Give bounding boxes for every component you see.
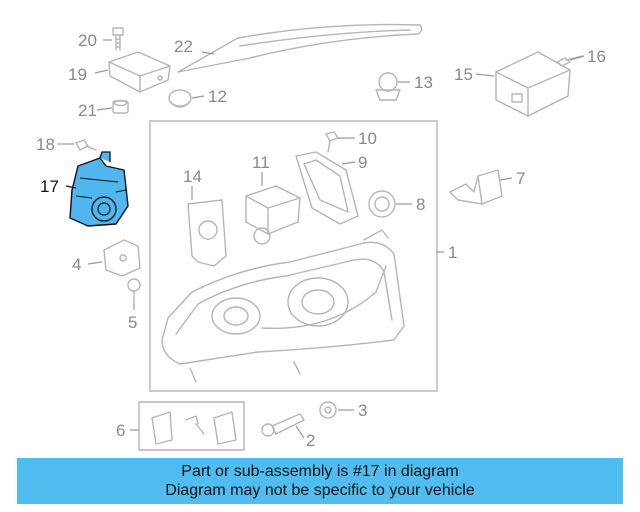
label-5: 5 [128,313,137,332]
leader-lines [58,39,585,439]
label-11: 11 [252,153,270,172]
part-2-bolt[interactable] [261,413,305,437]
label-9: 9 [358,153,367,172]
banner-line-1: Part or sub-assembly is #17 in diagram [181,463,459,480]
label-17: 17 [40,177,59,196]
label-18: 18 [36,135,55,154]
part-7-xenon-bulb[interactable] [449,169,503,205]
label-19: 19 [68,65,87,84]
label-7: 7 [516,169,525,188]
part-9-bracket[interactable] [295,151,359,225]
part-17-control-unit[interactable] [69,151,129,227]
label-6: 6 [116,421,125,440]
part-5-screw[interactable] [127,278,141,305]
label-13: 13 [414,73,433,92]
part-16-screw[interactable] [556,55,583,67]
part-21-nut[interactable] [112,99,129,114]
part-6-bracket-set[interactable] [138,401,245,451]
label-21: 21 [78,101,97,120]
part-8-cap[interactable] [368,190,396,218]
label-12: 12 [208,87,227,106]
label-16: 16 [587,47,606,66]
label-1: 1 [448,243,457,262]
info-banner: Part or sub-assembly is #17 in diagram D… [17,458,623,504]
label-8: 8 [416,195,425,214]
part-19-control-module[interactable] [108,51,171,93]
part-14-bracket[interactable] [187,199,227,267]
part-22-trim-strip[interactable] [177,23,423,73]
label-4: 4 [72,255,81,274]
part-11-motor[interactable] [245,185,301,245]
part-3-grommet[interactable] [319,401,337,419]
label-22: 22 [174,37,193,56]
part-4-bracket[interactable] [103,239,141,277]
part-1-headlamp[interactable] [161,229,405,383]
part-15-ballast[interactable] [495,51,571,117]
headlamp-assembly-frame [149,120,438,392]
label-2: 2 [306,431,315,450]
label-15: 15 [454,65,473,84]
parts-diagram: 20 22 19 21 12 13 15 16 18 10 11 9 14 17… [36,23,606,451]
label-10: 10 [358,129,377,148]
part-13-bulb[interactable] [375,72,401,101]
part-12-cap[interactable] [168,89,192,108]
part-10-screw[interactable] [325,131,339,153]
label-3: 3 [358,401,367,420]
part-20-bolt[interactable] [112,27,124,51]
part-18-screw[interactable] [75,139,97,151]
label-14: 14 [183,167,202,186]
banner-line-2: Diagram may not be specific to your vehi… [165,482,475,499]
label-20: 20 [78,31,97,50]
